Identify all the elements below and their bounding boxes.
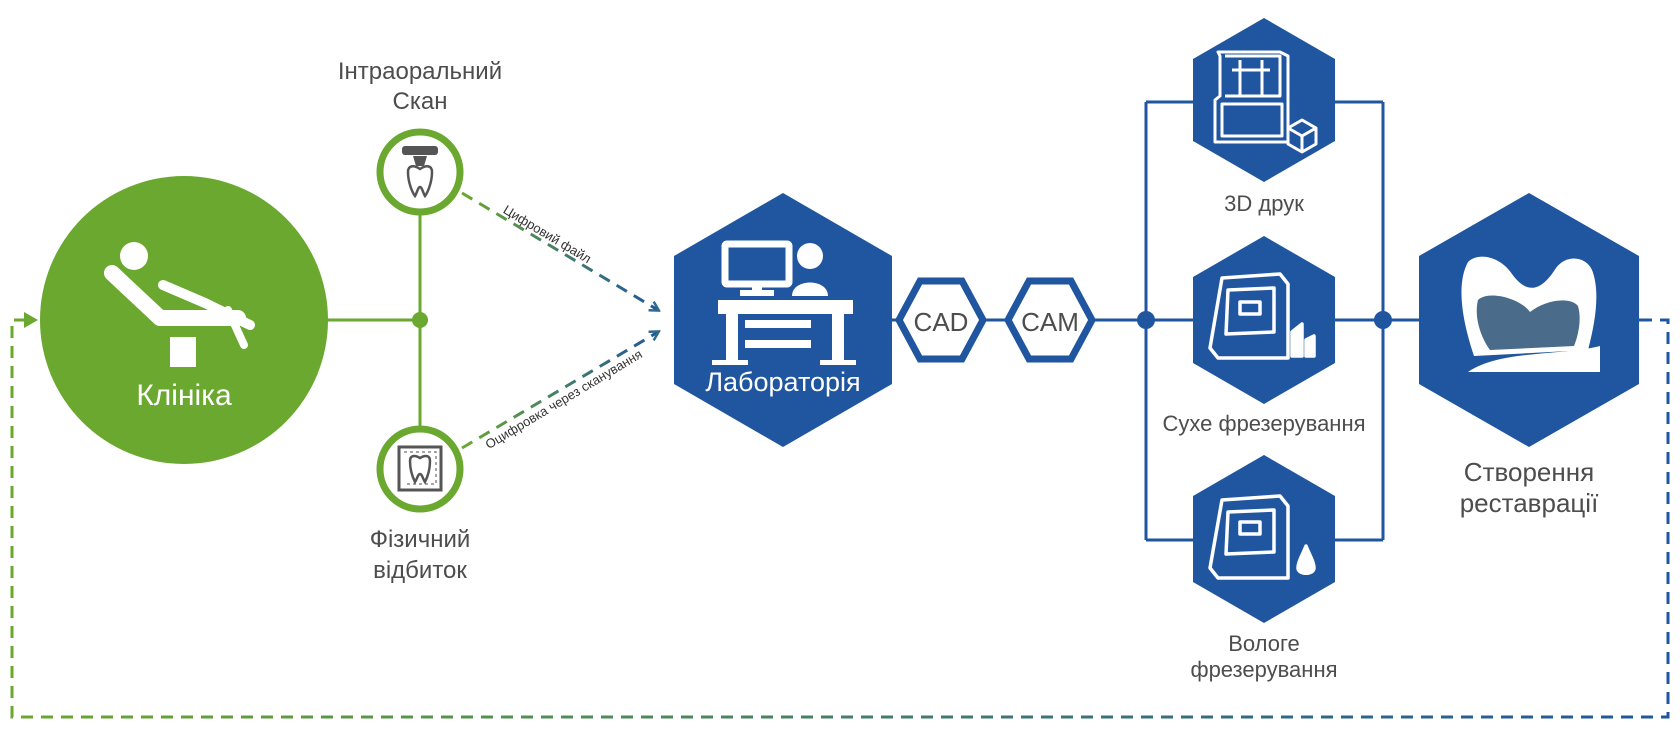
restoration-node: Створення реставрації (1419, 193, 1639, 518)
intraoral-scan-label-line2: Скан (393, 88, 448, 115)
digitization-arrow (461, 332, 658, 450)
dry-milling-node: Сухе фрезерування (1162, 236, 1366, 436)
dry-milling-machine-icon (1208, 272, 1316, 360)
digitization-arrow-label: Оцифровка через сканування (483, 346, 645, 452)
restoration-label-line1: Створення (1464, 457, 1594, 487)
print-3d-node: 3D друк (1193, 18, 1335, 216)
cam-label: CAM (1021, 307, 1079, 337)
intraoral-scan-node: Інтраоральний Скан (338, 58, 502, 216)
cam-node: CAM (1004, 277, 1096, 363)
physical-impression-label-line1: Фізичний (370, 526, 471, 553)
print-3d-label: 3D друк (1224, 191, 1304, 216)
wet-milling-label-line2: фрезерування (1190, 657, 1337, 682)
restoration-label-line2: реставрації (1460, 488, 1599, 518)
digital-file-arrow (461, 191, 658, 310)
physical-impression-label-line2: відбиток (373, 557, 467, 584)
dental-crown-icon (1461, 256, 1600, 372)
lab-workstation-icon (712, 240, 856, 365)
clinic-label: Клініка (136, 379, 232, 412)
feedback-loop-line (10, 318, 1670, 719)
bracket-junction-left (1137, 311, 1155, 329)
3d-printer-icon (1213, 50, 1318, 154)
cad-label: CAD (914, 307, 969, 337)
digital-file-arrow-label: Цифровий файл (501, 202, 594, 266)
dental-chair-icon (104, 242, 255, 367)
physical-impression-node: Фізичний відбиток (370, 425, 471, 584)
impression-tray-icon (397, 445, 443, 492)
wet-milling-node: Вологе фрезерування (1190, 455, 1338, 682)
wet-milling-machine-icon (1208, 494, 1316, 580)
intraoral-scanner-icon (402, 146, 438, 199)
hub-junction (412, 312, 428, 328)
feedback-arrowhead (24, 312, 38, 328)
bracket-junction-right (1374, 311, 1392, 329)
dry-milling-label: Сухе фрезерування (1162, 411, 1365, 436)
laboratory-label: Лабораторія (705, 367, 860, 397)
clinic-node: Клініка (40, 176, 328, 464)
intraoral-scan-label-line1: Інтраоральний (338, 58, 502, 85)
laboratory-node: Лабораторія (674, 193, 892, 447)
wet-milling-label-line1: Вологе (1228, 631, 1300, 656)
cad-node: CAD (895, 277, 987, 363)
